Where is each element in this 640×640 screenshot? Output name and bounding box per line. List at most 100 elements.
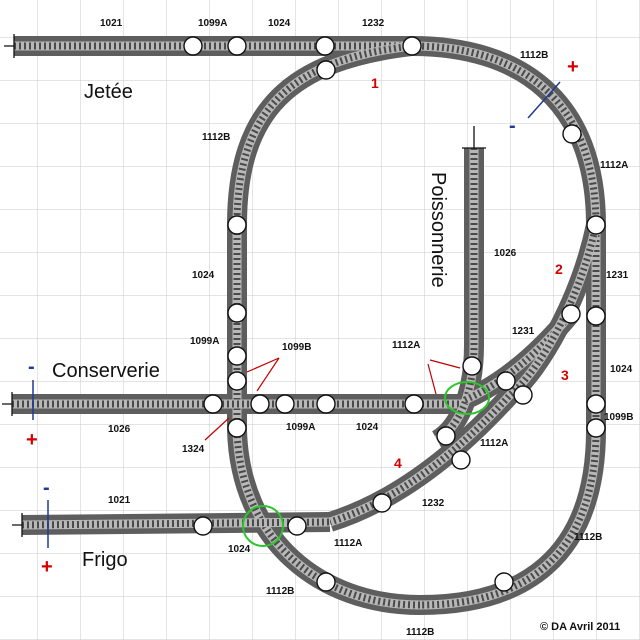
section-number-1: 1 — [371, 75, 379, 91]
joiner-16 — [462, 356, 482, 376]
section-number-2: 2 — [555, 261, 563, 277]
label-1112b-left: 1112B — [202, 132, 230, 143]
label-1232-top: 1232 — [362, 18, 385, 29]
section-number-3: 3 — [561, 367, 569, 383]
label-1112b-right: 1112B — [574, 532, 602, 543]
joiner-4 — [402, 36, 422, 56]
plus-sign-top: + — [567, 56, 579, 78]
station-poissonnerie: Poissonnerie — [427, 172, 449, 288]
minus-sign-top: - — [509, 115, 516, 137]
buffer-stop-jetee — [4, 34, 15, 58]
label-1024-top: 1024 — [268, 18, 291, 29]
joiner-5 — [316, 60, 336, 80]
label-1232-bottom: 1232 — [422, 498, 445, 509]
joiner-9 — [227, 346, 247, 366]
joiner-23 — [586, 418, 606, 438]
label-1112a-arrow: 1112A — [392, 340, 420, 351]
joiner-15 — [404, 394, 424, 414]
label-1024-frigo: 1024 — [228, 544, 251, 555]
joiner-1 — [183, 36, 203, 56]
joiner-11 — [203, 394, 223, 414]
track-junction-1231-sleepers — [463, 312, 573, 404]
buffer-stop-conserverie — [2, 392, 13, 416]
joiner-7 — [227, 215, 247, 235]
switch-marker-frigo — [242, 505, 284, 547]
minus-sign-frigo: - — [43, 477, 50, 499]
track-network — [12, 36, 606, 615]
label-1112a-mid: 1112A — [480, 438, 508, 449]
joiner-30 — [494, 572, 514, 592]
joiner-13 — [275, 394, 295, 414]
track-branch-to-frigo-rails — [328, 224, 601, 527]
label-1112a-right: 1112A — [600, 160, 628, 171]
copyright-note: © DA Avril 2011 — [540, 621, 620, 633]
buffer-stop-poissonnerie — [462, 126, 486, 149]
label-1112b-bottom-left: 1112B — [266, 586, 294, 597]
joiner-14 — [316, 394, 336, 414]
pointer-arrows — [204, 357, 461, 441]
label-1024-mid: 1024 — [356, 422, 379, 433]
station-frigo: Frigo — [82, 549, 128, 571]
polarity-lines — [32, 81, 561, 548]
label-1026-conserverie: 1026 — [108, 424, 131, 435]
section-number-4: 4 — [394, 455, 402, 471]
track-bottom-right-curve-sleepers — [419, 429, 600, 609]
station-jetee: Jetée — [84, 81, 133, 103]
label-1024-right: 1024 — [610, 364, 633, 375]
plus-sign-frigo: + — [41, 556, 53, 578]
joiner-31 — [586, 215, 606, 235]
joiner-29 — [316, 572, 336, 592]
track-bottom-curve-rails — [232, 429, 421, 610]
label-1021-top: 1021 — [100, 18, 123, 29]
label-1099b-right: 1099B — [604, 412, 633, 423]
station-conserverie: Conserverie — [52, 360, 160, 382]
joiner-19 — [513, 385, 533, 405]
polarity-line-top — [527, 81, 561, 119]
switch-marker-poissonnerie — [444, 381, 490, 415]
joiner-22 — [586, 394, 606, 414]
joiner-17 — [227, 418, 247, 438]
label-1099a-left: 1099A — [190, 336, 219, 347]
plus-sign-conserverie: + — [26, 429, 38, 451]
joiner-27 — [193, 516, 213, 536]
label-1021-frigo: 1021 — [108, 495, 131, 506]
minus-sign-conserverie: - — [28, 356, 35, 378]
track-top-right-curve-sleepers — [411, 42, 600, 226]
arrow-1099b-a — [246, 357, 280, 373]
joiner-18 — [496, 371, 516, 391]
label-1112a-bottom: 1112A — [334, 538, 362, 549]
arrow-1112a-a — [429, 359, 461, 369]
joiner-8 — [227, 303, 247, 323]
track-frigo-straight-sleepers — [21, 518, 331, 529]
joiner-3 — [315, 36, 335, 56]
joiner-6 — [562, 124, 582, 144]
arrow-1324 — [204, 417, 230, 441]
buffer-stops — [2, 34, 486, 537]
track-upper-left-curve-sleepers — [233, 42, 413, 226]
track-joiners — [183, 36, 606, 592]
track-part-labels: 1021 1099A 1024 1232 1112B 1112A 1231 10… — [100, 18, 633, 638]
label-1099a-top: 1099A — [198, 18, 227, 29]
switch-markers — [242, 381, 490, 547]
label-1099b-mid: 1099B — [282, 342, 311, 353]
label-1024-left: 1024 — [192, 270, 215, 281]
joiner-20 — [561, 304, 581, 324]
joiner-25 — [451, 450, 471, 470]
buffer-stop-frigo — [12, 513, 23, 537]
joiner-26 — [372, 493, 392, 513]
joiner-28 — [287, 516, 307, 536]
label-1231-mid: 1231 — [512, 326, 535, 337]
joiner-12 — [250, 394, 270, 414]
label-1112b-bottom: 1112B — [406, 627, 434, 638]
label-1099a-mid: 1099A — [286, 422, 315, 433]
joiner-10 — [227, 371, 247, 391]
label-1324: 1324 — [182, 444, 205, 455]
joiner-2 — [227, 36, 247, 56]
label-1231-right: 1231 — [606, 270, 629, 281]
label-1112b-ne: 1112B — [520, 50, 548, 61]
joiner-24 — [436, 426, 456, 446]
label-1026-poissonnerie: 1026 — [494, 248, 517, 259]
arrow-1112a-b — [427, 363, 437, 395]
arrow-1099b-b — [256, 357, 280, 392]
